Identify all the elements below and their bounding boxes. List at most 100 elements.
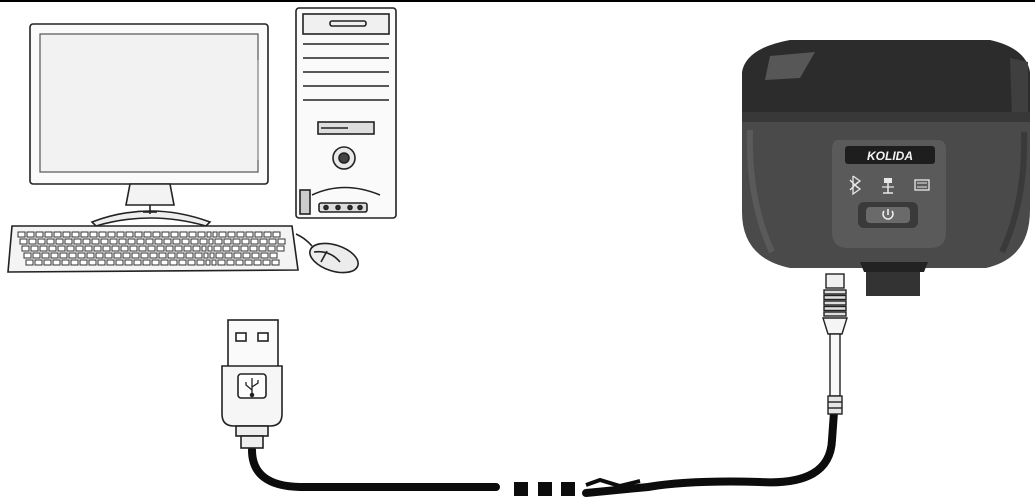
keyboard-key <box>81 232 88 237</box>
keyboard-key <box>87 253 94 258</box>
keyboard-key <box>193 246 200 251</box>
keyboard-key <box>153 232 160 237</box>
power-button[interactable] <box>858 202 918 228</box>
keyboard-key <box>105 253 112 258</box>
keyboard-key <box>36 232 43 237</box>
keyboard-key <box>241 246 248 251</box>
keyboard-key <box>116 260 123 265</box>
keyboard-key <box>51 253 58 258</box>
keyboard-key <box>210 253 214 258</box>
keyboard-key <box>168 253 175 258</box>
lemo-grip-rib <box>824 290 846 294</box>
keyboard-key <box>78 253 85 258</box>
keyboard-key <box>98 260 105 265</box>
keyboard-key <box>234 253 241 258</box>
keyboard-key <box>261 253 268 258</box>
keyboard-key <box>237 232 244 237</box>
keyboard-key <box>74 239 81 244</box>
keyboard-key <box>107 260 114 265</box>
keyboard-key <box>208 246 212 251</box>
keyboard-key <box>277 246 284 251</box>
keyboard-key <box>245 260 252 265</box>
pc-tower <box>296 8 396 218</box>
keyboard-key <box>114 253 121 258</box>
keyboard-key <box>90 232 97 237</box>
keyboard-key <box>218 260 225 265</box>
keyboard-key <box>236 260 243 265</box>
keyboard-key <box>179 260 186 265</box>
keyboard-key <box>139 246 146 251</box>
keyboard-key <box>67 246 74 251</box>
keyboard-key <box>273 232 280 237</box>
cable-wire-right <box>586 412 834 493</box>
keyboard-key <box>159 253 166 258</box>
keyboard-key <box>54 232 61 237</box>
keyboard-key <box>108 232 115 237</box>
keyboard-key <box>195 253 202 258</box>
keyboard-key <box>42 253 49 258</box>
keyboard-key <box>85 246 92 251</box>
keyboard-key <box>60 253 67 258</box>
keyboard-key <box>24 253 31 258</box>
lemo-grip-rib <box>824 301 846 305</box>
keyboard-key <box>270 253 277 258</box>
mouse <box>296 234 362 278</box>
keyboard-key <box>214 246 221 251</box>
keyboard-key <box>259 246 266 251</box>
keyboard-key <box>125 260 132 265</box>
keyboard-key <box>225 253 232 258</box>
keyboard-key <box>260 239 267 244</box>
keyboard-key <box>269 239 276 244</box>
keyboard-key <box>278 239 285 244</box>
keyboard-key <box>150 253 157 258</box>
keyboard-key <box>44 260 51 265</box>
keyboard-key <box>173 239 180 244</box>
keyboard-key <box>198 232 205 237</box>
keyboard-key <box>215 239 222 244</box>
keyboard-key <box>161 260 168 265</box>
keyboard-key <box>166 246 173 251</box>
keyboard-key <box>56 239 63 244</box>
keyboard-key <box>227 260 234 265</box>
keyboard-key <box>63 232 70 237</box>
keyboard-key <box>137 239 144 244</box>
keyboard-key <box>175 246 182 251</box>
keyboard-key <box>207 232 211 237</box>
keyboard-key <box>228 232 235 237</box>
keyboard-key <box>92 239 99 244</box>
keyboard-key <box>189 232 196 237</box>
keyboard-key <box>22 246 29 251</box>
keyboard-key <box>197 260 204 265</box>
keyboard-key <box>71 260 78 265</box>
keyboard-key <box>80 260 87 265</box>
cable-wire <box>252 450 496 487</box>
keyboard-key <box>152 260 159 265</box>
keyboard-key <box>94 246 101 251</box>
keyboard-key <box>182 239 189 244</box>
keyboard-key <box>31 246 38 251</box>
keyboard-key <box>38 239 45 244</box>
usb-connector <box>222 320 282 448</box>
keyboard-key <box>89 260 96 265</box>
keyboard-key <box>242 239 249 244</box>
keyboard-key <box>58 246 65 251</box>
keyboard-key <box>243 253 250 258</box>
keyboard-key <box>112 246 119 251</box>
keyboard-key <box>144 232 151 237</box>
keyboard-key <box>123 253 130 258</box>
lemo-connector <box>823 274 847 414</box>
keyboard-key <box>146 239 153 244</box>
keyboard-key <box>212 260 216 265</box>
keyboard-key <box>49 246 56 251</box>
keyboard-key <box>233 239 240 244</box>
keyboard-key <box>143 260 150 265</box>
keyboard-key <box>223 246 230 251</box>
keyboard-key <box>130 246 137 251</box>
keyboard-key <box>29 239 36 244</box>
keyboard-key <box>18 232 25 237</box>
keyboard-key <box>62 260 69 265</box>
keyboard-key <box>121 246 128 251</box>
keyboard-key <box>170 260 177 265</box>
keyboard-key <box>132 253 139 258</box>
